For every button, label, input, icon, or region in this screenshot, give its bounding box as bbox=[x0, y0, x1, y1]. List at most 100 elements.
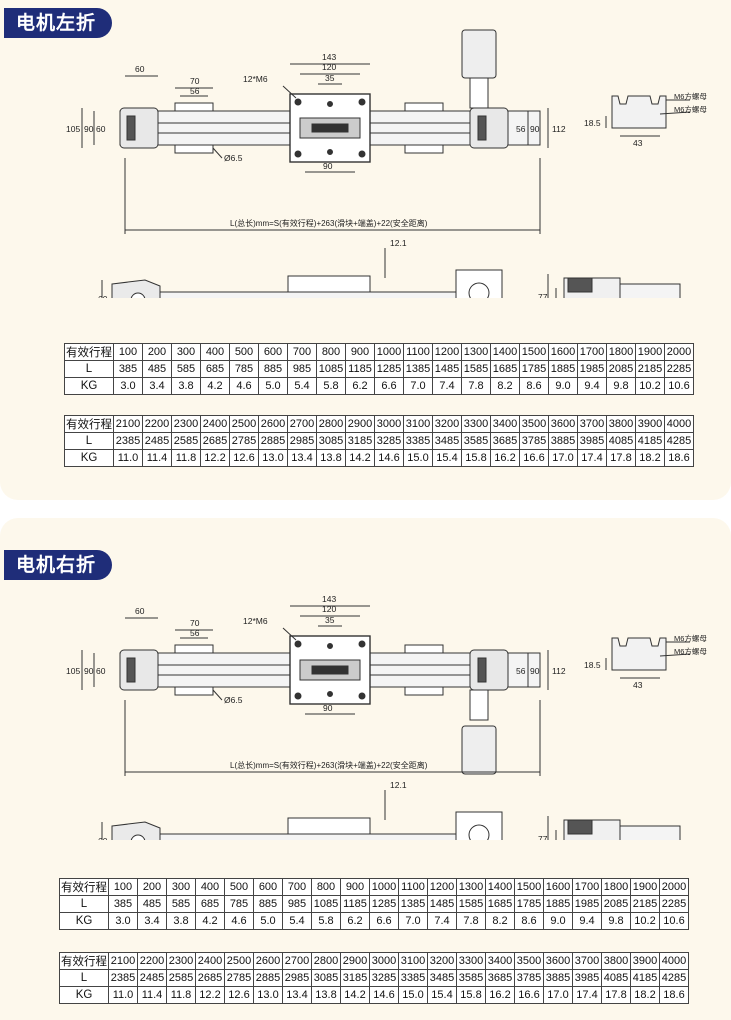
table-cell: 3500 bbox=[519, 415, 549, 433]
table-cell: 9.0 bbox=[548, 377, 578, 395]
table-cell: 16.2 bbox=[490, 449, 520, 467]
table-cell: 3285 bbox=[369, 969, 399, 987]
table-cell: 3485 bbox=[432, 432, 462, 450]
table-cell: 585 bbox=[171, 360, 201, 378]
dim-label: 12.1 bbox=[390, 238, 407, 248]
table-cell: 18.6 bbox=[664, 449, 694, 467]
end-view-motor bbox=[619, 825, 681, 855]
dim-label: 60 bbox=[98, 836, 108, 840]
table-cell: 10.6 bbox=[664, 377, 694, 395]
end-cap-right bbox=[469, 649, 509, 691]
table-cell: 2100 bbox=[113, 415, 143, 433]
table-cell: 2185 bbox=[635, 360, 665, 378]
table-cell: 400 bbox=[200, 343, 230, 361]
table-cell: 1800 bbox=[606, 343, 636, 361]
motor-coupler bbox=[469, 689, 489, 721]
table-cell: 17.8 bbox=[606, 449, 636, 467]
table-cell: 2685 bbox=[200, 432, 230, 450]
table-cell: 985 bbox=[282, 895, 312, 913]
table-cell: 10.6 bbox=[659, 912, 689, 930]
dim-label: 70 bbox=[190, 76, 200, 86]
table-cell: 900 bbox=[345, 343, 375, 361]
dim-label: 143 bbox=[322, 52, 336, 62]
table-cell: 1885 bbox=[543, 895, 573, 913]
slider-slot bbox=[311, 665, 349, 675]
dim-label: 112 bbox=[552, 666, 566, 676]
mount-foot bbox=[174, 686, 214, 696]
table-cell: 2885 bbox=[253, 969, 283, 987]
table-cell: 1785 bbox=[519, 360, 549, 378]
table-cell: 4000 bbox=[659, 952, 689, 970]
table-cell: 17.0 bbox=[543, 986, 573, 1004]
table-cell: 3785 bbox=[519, 432, 549, 450]
table-cell: 13.4 bbox=[282, 986, 312, 1004]
table-cell: 2485 bbox=[142, 432, 172, 450]
table-cell: 2600 bbox=[258, 415, 288, 433]
row-header: 有效行程 bbox=[64, 415, 114, 433]
table-cell: 5.4 bbox=[282, 912, 312, 930]
row-header: KG bbox=[59, 986, 109, 1004]
table-cell: 15.4 bbox=[427, 986, 457, 1004]
table-cell: 4.6 bbox=[224, 912, 254, 930]
row-header: 有效行程 bbox=[64, 343, 114, 361]
table-cell: 485 bbox=[137, 895, 167, 913]
table-cell: 18.2 bbox=[635, 449, 665, 467]
dim-label: 77 bbox=[538, 834, 548, 840]
table-cell: 200 bbox=[142, 343, 172, 361]
section-title: 电机右折 bbox=[4, 550, 113, 580]
table-cell: 1900 bbox=[635, 343, 665, 361]
table-cell: 14.6 bbox=[374, 449, 404, 467]
bolt-hole bbox=[358, 98, 366, 106]
table-cell: 9.0 bbox=[543, 912, 573, 930]
table-cell: 6.6 bbox=[369, 912, 399, 930]
rail-side-view bbox=[139, 291, 501, 315]
bolt-hole bbox=[294, 692, 302, 700]
table-cell: 9.4 bbox=[572, 912, 602, 930]
servo-motor bbox=[461, 725, 497, 775]
table-cell: 2585 bbox=[166, 969, 196, 987]
table-cell: 1785 bbox=[514, 895, 544, 913]
table-cell: 18.2 bbox=[630, 986, 660, 1004]
table-cell: 3900 bbox=[630, 952, 660, 970]
table-cell: 700 bbox=[282, 878, 312, 896]
table-cell: 8.2 bbox=[485, 912, 515, 930]
table-cell: 385 bbox=[113, 360, 143, 378]
end-cap-right bbox=[469, 107, 509, 149]
table-cell: 2385 bbox=[113, 432, 143, 450]
table-cell: 12.6 bbox=[224, 986, 254, 1004]
dim-label: 12.1 bbox=[390, 780, 407, 790]
table-cell: 2200 bbox=[142, 415, 172, 433]
end-cap-slot bbox=[477, 657, 487, 683]
table-cell: 785 bbox=[229, 360, 259, 378]
table-cell: 3985 bbox=[577, 432, 607, 450]
dim-label: 56 bbox=[516, 124, 526, 134]
table-cell: 5.8 bbox=[311, 912, 341, 930]
end-cap-slot bbox=[126, 115, 136, 141]
table-cell: 4.2 bbox=[195, 912, 225, 930]
dim-label: 60 bbox=[96, 666, 106, 676]
mount-foot bbox=[404, 102, 444, 112]
table-cell: 600 bbox=[253, 878, 283, 896]
table-cell: 1085 bbox=[311, 895, 341, 913]
table-cell: 3.8 bbox=[171, 377, 201, 395]
motor-shaft bbox=[468, 282, 490, 304]
table-cell: 15.4 bbox=[432, 449, 462, 467]
table-cell: 1585 bbox=[456, 895, 486, 913]
table-cell: 2085 bbox=[601, 895, 631, 913]
table-cell: 4000 bbox=[664, 415, 694, 433]
dim-label: 12*M6 bbox=[243, 74, 268, 84]
table-cell: 3385 bbox=[403, 432, 433, 450]
table-cell: 15.0 bbox=[398, 986, 428, 1004]
table-cell: 4.2 bbox=[200, 377, 230, 395]
table-cell: 3585 bbox=[456, 969, 486, 987]
dim-label: 90 bbox=[530, 124, 540, 134]
table-cell: 7.4 bbox=[432, 377, 462, 395]
end-cap-slot bbox=[477, 115, 487, 141]
table-cell: 3185 bbox=[340, 969, 370, 987]
nut-label: M6方螺母 bbox=[674, 91, 707, 101]
